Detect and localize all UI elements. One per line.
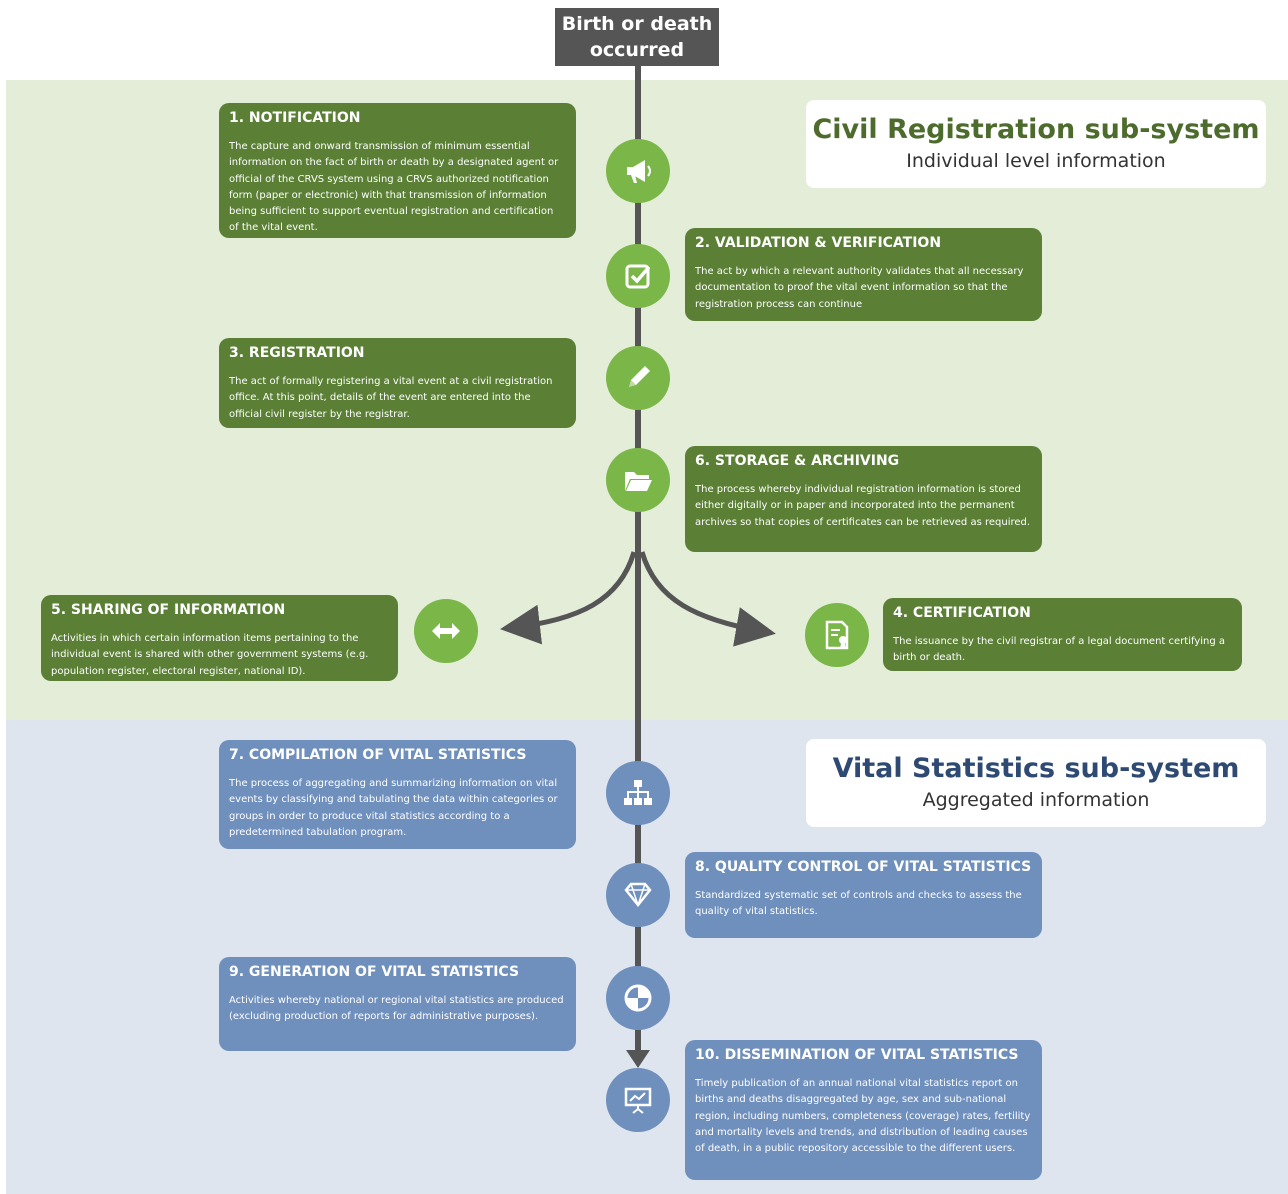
vital-statistics-header: Vital Statistics sub-system Aggregated i… — [806, 739, 1266, 827]
step-card-dissemination: 10. DISSEMINATION OF VITAL STATISTICS Ti… — [685, 1040, 1042, 1180]
civil-registration-header: Civil Registration sub-system Individual… — [806, 100, 1266, 188]
step-description: Standardized systematic set of controls … — [695, 890, 1022, 918]
step-description: Activities in which certain information … — [51, 633, 369, 677]
diamond-icon — [606, 863, 670, 927]
megaphone-icon — [606, 139, 670, 203]
checkbox-icon — [606, 244, 670, 308]
step-description: The process whereby individual registrat… — [695, 484, 1031, 528]
step-card-storage: 6. STORAGE & ARCHIVING The process where… — [685, 446, 1042, 552]
step-title: 2. VALIDATION & VERIFICATION — [695, 235, 942, 251]
step-description: The capture and onward transmission of m… — [229, 141, 559, 234]
step-title: 6. STORAGE & ARCHIVING — [695, 453, 900, 469]
step-description: Activities whereby national or regional … — [229, 995, 564, 1023]
step-title: 1. NOTIFICATION — [229, 110, 361, 126]
step-title: 7. COMPILATION OF VITAL STATISTICS — [229, 747, 527, 763]
branch-to-certification — [639, 551, 776, 647]
step-description: The issuance by the civil registrar of a… — [893, 636, 1226, 664]
step-card-sharing: 5. SHARING OF INFORMATION Activities in … — [41, 595, 398, 681]
pencil-icon — [606, 346, 670, 410]
civil-registration-subtitle: Individual level information — [906, 150, 1166, 172]
vital-statistics-subtitle: Aggregated information — [922, 789, 1150, 811]
step-title: 9. GENERATION OF VITAL STATISTICS — [229, 964, 520, 980]
presentation-icon — [606, 1068, 670, 1132]
step-description: The act of formally registering a vital … — [229, 376, 553, 420]
civil-registration-title: Civil Registration sub-system — [812, 114, 1260, 145]
vital-statistics-title: Vital Statistics sub-system — [832, 753, 1240, 784]
branch-to-sharing — [500, 551, 637, 645]
step-title: 3. REGISTRATION — [229, 345, 365, 361]
step-description: The act by which a relevant authority va… — [695, 266, 1024, 310]
step-card-registration: 3. REGISTRATION The act of formally regi… — [219, 338, 576, 428]
step-card-validation: 2. VALIDATION & VERIFICATION The act by … — [685, 228, 1042, 321]
start-event-box: Birth or death occurred — [555, 8, 719, 66]
pie-chart-icon — [606, 966, 670, 1030]
double-arrow-icon — [414, 599, 478, 663]
timeline-arrowhead — [626, 1050, 650, 1068]
step-card-compilation: 7. COMPILATION OF VITAL STATISTICS The p… — [219, 740, 576, 849]
step-card-notification: 1. NOTIFICATION The capture and onward t… — [219, 103, 576, 238]
step-title: 4. CERTIFICATION — [893, 605, 1031, 621]
step-description: Timely publication of an annual national… — [695, 1078, 1031, 1155]
hierarchy-icon — [606, 761, 670, 825]
certificate-icon — [805, 603, 869, 667]
step-description: The process of aggregating and summarizi… — [229, 778, 558, 838]
step-card-certification: 4. CERTIFICATION The issuance by the civ… — [883, 598, 1242, 671]
step-card-generation: 9. GENERATION OF VITAL STATISTICS Activi… — [219, 957, 576, 1051]
step-card-quality-control: 8. QUALITY CONTROL OF VITAL STATISTICS S… — [685, 852, 1042, 938]
folder-icon — [606, 448, 670, 512]
step-title: 10. DISSEMINATION OF VITAL STATISTICS — [695, 1047, 1019, 1063]
step-title: 8. QUALITY CONTROL OF VITAL STATISTICS — [695, 859, 1032, 875]
step-title: 5. SHARING OF INFORMATION — [51, 602, 286, 618]
